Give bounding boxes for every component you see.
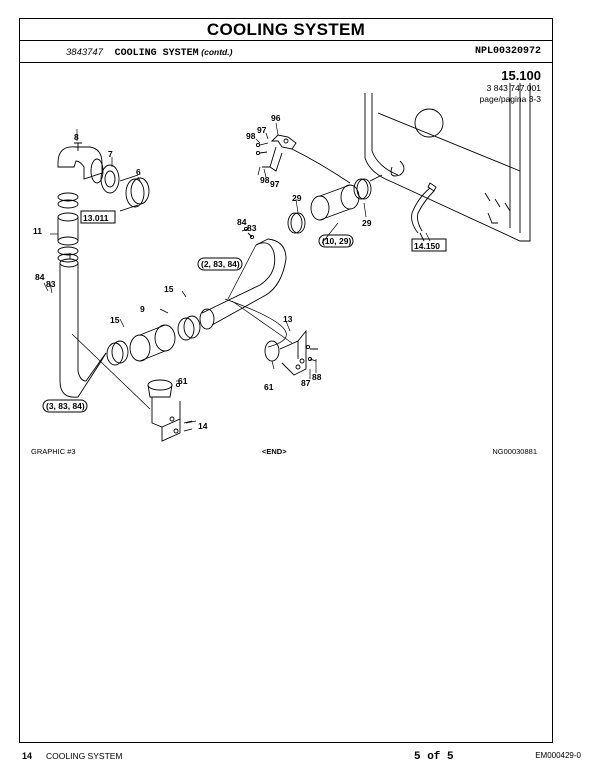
group-label-frames (42, 234, 354, 413)
ref-13-011: 13.011 (83, 213, 109, 223)
callout-61b: 61 (264, 382, 274, 392)
leader-lines (43, 122, 431, 424)
callout-84a: 84 (35, 272, 45, 282)
vertical-pipe-drawing (59, 253, 107, 398)
section-suffix: (contd.) (201, 47, 233, 57)
callout-83b: 83 (247, 223, 257, 233)
page-count: 5 of 5 (414, 751, 454, 763)
doc-code: NPL00320972 (474, 46, 541, 57)
callout-15a: 15 (110, 315, 120, 325)
callout-98a: 98 (246, 131, 256, 141)
boxed-references (80, 210, 447, 252)
footer-code: EM000429-0 (535, 751, 581, 760)
callout-97b: 97 (270, 179, 280, 189)
end-marker: <END> (262, 447, 287, 456)
callout-98b: 98 (260, 175, 270, 185)
bypass-tube-drawing (411, 182, 437, 242)
callout-13: 13 (283, 314, 293, 324)
group-2-83-84: (2, 83, 84) (201, 259, 240, 269)
page-frame: COOLING SYSTEM 3843747 COOLING SYSTEM (c… (19, 18, 553, 743)
middle-pipe-drawing (199, 226, 287, 330)
graphic-number: GRAPHIC #3 (31, 447, 76, 456)
group-3-83-84: (3, 83, 84) (46, 401, 85, 411)
ref-14-150: 14.150 (414, 241, 440, 251)
reference-part: 3 843 747.001 (486, 83, 541, 93)
group-10-29: (10, 29) (322, 236, 351, 246)
callout-8: 8 (74, 132, 79, 142)
callout-61a: 61 (178, 376, 188, 386)
callout-14: 14 (198, 421, 208, 431)
callout-labels: 8 7 6 11 84 83 9 15 15 61 14 84 83 96 97… (33, 113, 440, 431)
callout-84b: 84 (237, 217, 247, 227)
right-hose-drawing (287, 174, 383, 234)
callout-9: 9 (140, 304, 145, 314)
reference-number: 15.100 (501, 68, 541, 83)
callout-87: 87 (301, 378, 311, 388)
graphic-code: NG00030881 (492, 447, 537, 456)
upper-elbow-drawing (57, 142, 150, 263)
callout-6: 6 (136, 167, 141, 177)
middle-bracket-drawing (264, 329, 318, 376)
footer-section: COOLING SYSTEM (46, 751, 123, 761)
callout-7: 7 (108, 149, 113, 159)
left-hose-drawing (106, 315, 201, 366)
callout-83a: 83 (46, 279, 56, 289)
callout-29b: 29 (362, 218, 372, 228)
callout-96: 96 (271, 113, 281, 123)
callout-15b: 15 (164, 284, 174, 294)
subheader-left: 3843747 COOLING SYSTEM (contd.) (66, 41, 232, 65)
part-number: 3843747 (66, 47, 103, 58)
callout-11: 11 (33, 226, 42, 236)
callout-29a: 29 (292, 193, 302, 203)
callout-97a: 97 (257, 125, 267, 135)
section-name: COOLING SYSTEM (114, 48, 199, 59)
subheader-bar: 3843747 COOLING SYSTEM (contd.) NPL00320… (20, 41, 552, 63)
exploded-parts-diagram: 8 7 6 11 84 83 9 15 15 61 14 84 83 96 97… (33, 83, 531, 442)
callout-88: 88 (312, 372, 322, 382)
page-number: 14 (22, 751, 33, 761)
radiator-drawing (364, 83, 531, 242)
lower-bracket-drawing (147, 379, 193, 442)
page-title: COOLING SYSTEM (20, 19, 552, 41)
sensor-bracket-drawing (255, 134, 351, 184)
